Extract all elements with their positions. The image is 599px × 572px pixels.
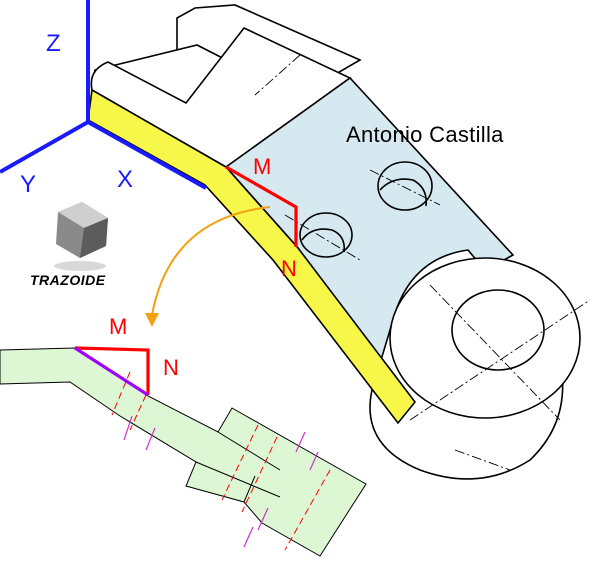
x-axis-label: X (117, 166, 134, 193)
unfolded-shape (0, 347, 367, 557)
point-n-lower: N (163, 355, 179, 380)
hole-1 (299, 212, 353, 258)
top-face (90, 27, 352, 168)
piece-isometric (87, 4, 591, 480)
y-axis-label: Y (20, 171, 37, 198)
hole-1-inner (301, 228, 346, 253)
point-m-lower: M (109, 314, 128, 339)
unfolded-view (0, 347, 367, 557)
hole-2-inner (379, 178, 428, 207)
point-m-upper: M (253, 154, 272, 179)
z-axis-label: Z (46, 30, 61, 57)
point-n-upper: N (281, 256, 297, 281)
fold-marks-violet (123, 415, 319, 548)
x-axis-line (87, 120, 207, 190)
author-name: Antonio Castilla (346, 122, 504, 147)
fold-lines-red (111, 371, 331, 551)
y-axis-line (0, 120, 89, 174)
cylinder-bore (451, 289, 545, 371)
mn-edge-lower (74, 346, 150, 395)
hole-2 (377, 161, 433, 211)
coordinate-axes (0, 0, 207, 190)
transfer-arrow (145, 206, 271, 327)
logo-cube-icon (54, 202, 108, 271)
mn-edge-upper (225, 165, 298, 247)
logo-text: TRAZOIDE (30, 272, 106, 288)
mn-fold-line (74, 346, 149, 397)
